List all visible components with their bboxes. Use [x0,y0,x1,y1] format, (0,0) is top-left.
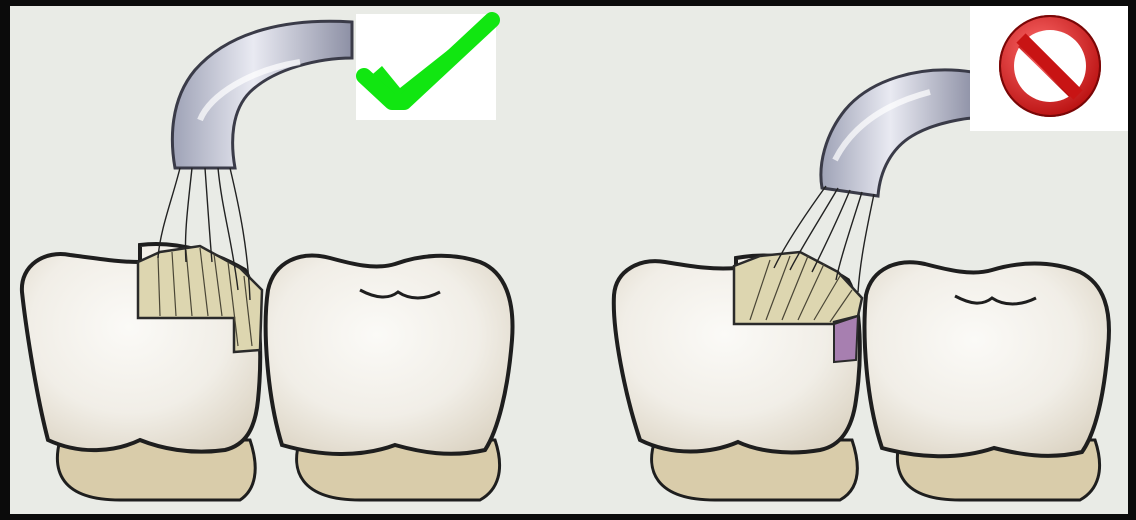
left-tooth-incorrect [614,252,862,500]
crown [865,262,1109,456]
prohibited-sign-icon [970,6,1128,131]
right-tooth-incorrect [865,262,1109,500]
crown [266,256,513,454]
right-tooth-correct [266,256,513,500]
left-tooth-correct [22,244,262,500]
green-checkmark-icon [356,14,496,120]
adjacent-tooth-damage [834,316,858,362]
